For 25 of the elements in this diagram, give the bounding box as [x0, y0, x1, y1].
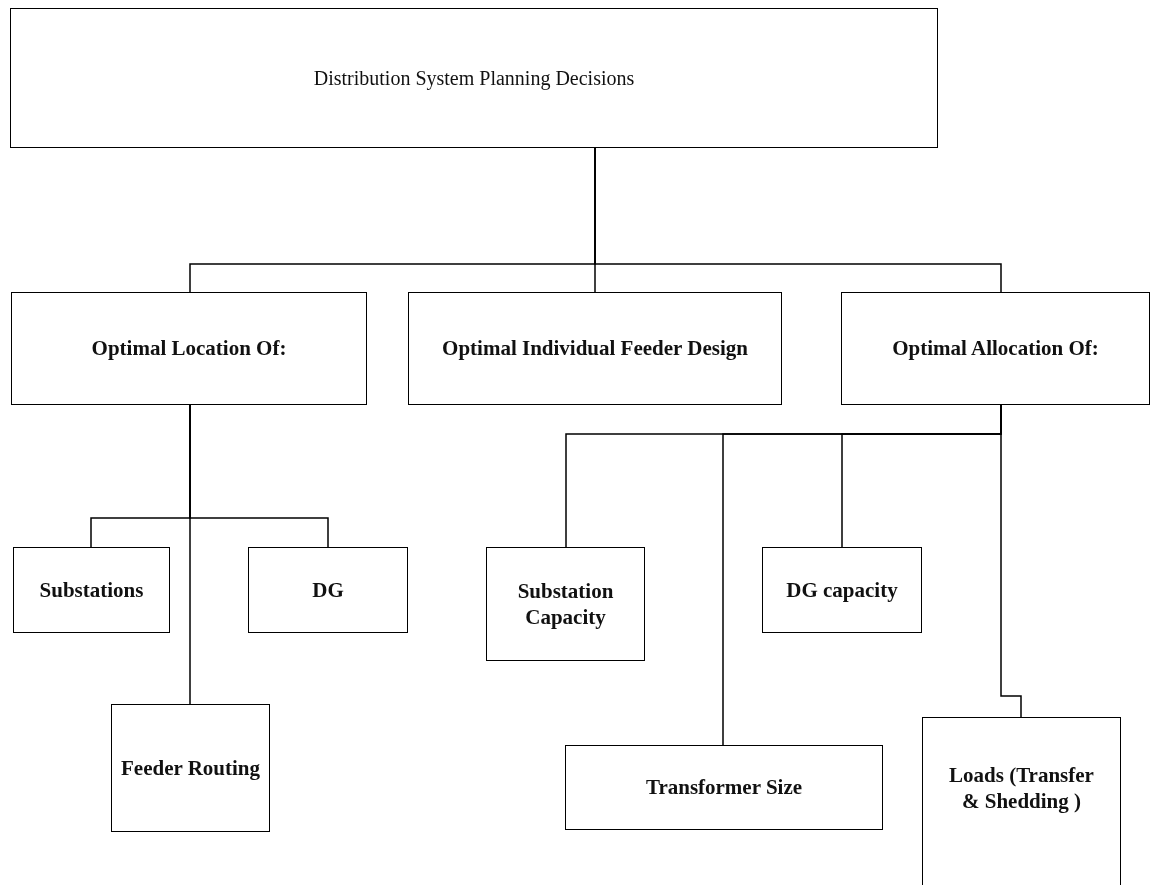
- box: [10, 8, 938, 148]
- box-label: Feeder Routing: [121, 754, 260, 782]
- box-label: DG: [312, 576, 344, 604]
- box: [11, 292, 367, 405]
- box-label: Optimal Location Of:: [91, 335, 287, 362]
- box-label: Substation Capacity: [516, 577, 615, 631]
- box: [111, 704, 270, 832]
- connector-line: [1000, 404, 1022, 718]
- box-label: DG capacity: [786, 576, 898, 604]
- box-label: Substations: [39, 576, 144, 604]
- box: [486, 547, 645, 661]
- connector-line: [189, 404, 191, 705]
- box: [565, 745, 883, 830]
- box-label: Transformer Size: [645, 774, 803, 801]
- box: [922, 717, 1121, 885]
- box-label: Loads (Transfer & Shedding ): [948, 762, 1095, 815]
- box: [408, 292, 782, 405]
- box-label: Optimal Individual Feeder Design: [442, 335, 748, 362]
- box: [841, 292, 1150, 405]
- box: [762, 547, 922, 633]
- box-label: Distribution System Planning Decisions: [313, 65, 635, 91]
- box: [248, 547, 408, 633]
- box: [13, 547, 170, 633]
- box-label: Optimal Allocation Of:: [892, 335, 1099, 362]
- connector-line: [594, 147, 1002, 293]
